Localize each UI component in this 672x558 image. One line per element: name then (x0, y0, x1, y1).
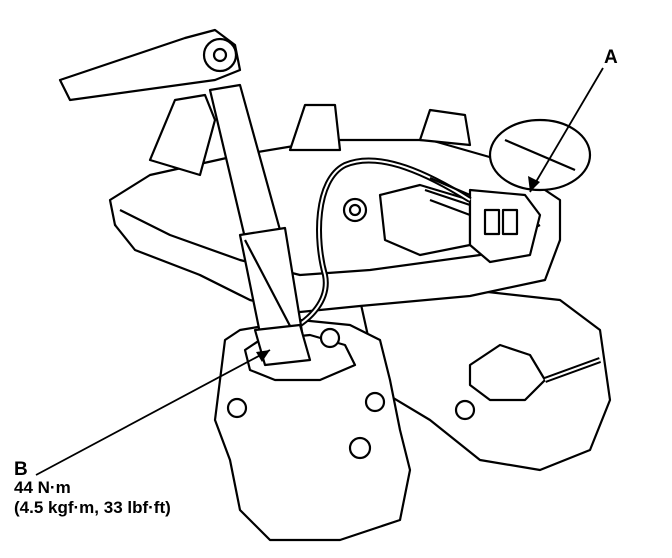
callout-b-label: B (14, 459, 28, 480)
connector-disconnected (468, 343, 547, 402)
leader-line-a (529, 67, 604, 193)
torque-nm: 44 N·m (14, 478, 71, 497)
callout-a-label: A (604, 47, 618, 68)
arrow-head-a (528, 176, 540, 192)
torque-spec: 44 N·m (4.5 kgf·m, 33 lbf·ft) (14, 478, 171, 518)
sensor-body (378, 183, 472, 257)
ratchet-handle (58, 28, 242, 102)
coil-boss-3 (418, 108, 472, 147)
coil-boss-2 (288, 103, 342, 152)
coil-boss-1 (148, 93, 217, 177)
leader-line-b (35, 349, 271, 476)
arrow-head-b (256, 350, 270, 362)
torque-alt: (4.5 kgf·m, 33 lbf·ft) (14, 498, 171, 517)
